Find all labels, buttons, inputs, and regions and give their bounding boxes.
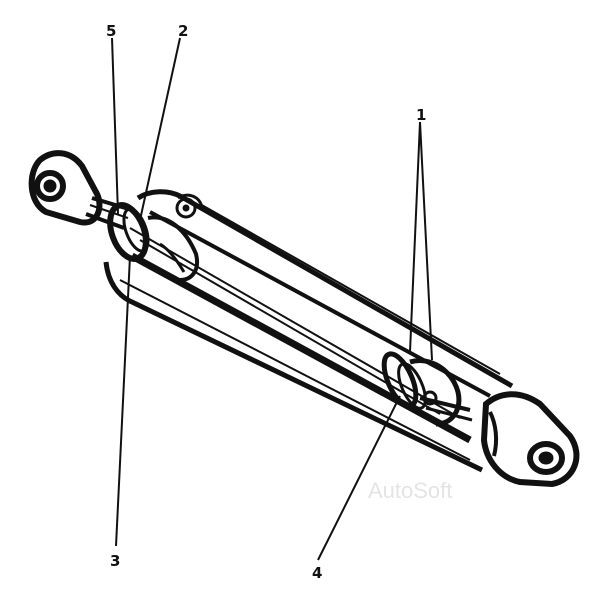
watermark-text: AutoSoft <box>368 478 452 503</box>
callout-5: 5 <box>106 22 116 40</box>
cylinder-barrel <box>103 189 514 473</box>
callout-1: 1 <box>416 106 426 124</box>
leader-line-5 <box>111 37 119 215</box>
callout-3: 3 <box>110 552 120 570</box>
leader-line-3 <box>115 255 131 547</box>
cap-end-eye <box>480 391 580 488</box>
rod-end-eye <box>28 150 103 226</box>
leader-line-1b <box>419 121 433 361</box>
leader-line-2 <box>139 37 181 221</box>
leader-line-4 <box>317 395 401 561</box>
callout-4: 4 <box>312 564 322 582</box>
callout-2: 2 <box>178 22 188 40</box>
leader-lines <box>111 37 433 561</box>
leader-line-1a <box>409 121 421 353</box>
piston <box>381 351 473 427</box>
